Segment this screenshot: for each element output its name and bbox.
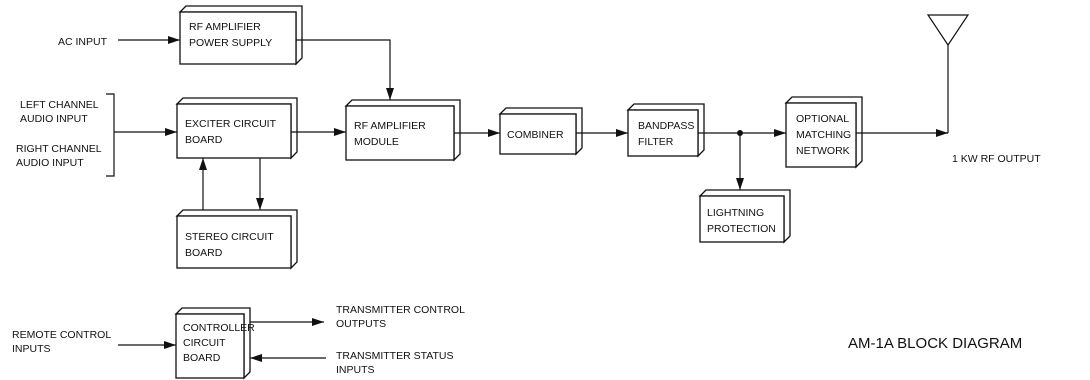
block-lightning: LIGHTNING PROTECTION <box>698 189 791 244</box>
svg-text:RF AMPLIFIER: RF AMPLIFIER <box>189 21 261 33</box>
stereo-line-1: STEREO CIRCUIT <box>185 231 274 243</box>
power-supply-line-1: RF AMPLIFIER <box>189 21 261 33</box>
svg-text:CIRCUIT: CIRCUIT <box>183 337 226 349</box>
rf-output-label: 1 KW RF OUTPUT <box>952 153 1041 165</box>
svg-text:BOARD: BOARD <box>185 247 223 259</box>
svg-text:MATCHING: MATCHING <box>796 129 851 141</box>
svg-text:BOARD: BOARD <box>185 134 223 146</box>
svg-text:RF AMPLIFIER: RF AMPLIFIER <box>354 120 426 132</box>
controller-line-1: CONTROLLER <box>183 322 255 334</box>
tx-status-label: TRANSMITTER STATUS INPUTS <box>336 350 453 376</box>
exciter-line-2: BOARD <box>185 134 223 146</box>
block-bandpass: BANDPASS FILTER <box>626 103 705 158</box>
block-combiner: COMBINER <box>498 107 583 156</box>
svg-text:LEFT CHANNEL: LEFT CHANNEL <box>20 99 99 111</box>
controller-line-3: BOARD <box>183 352 221 364</box>
remote-control-label: REMOTE CONTROL INPUTS <box>12 329 111 355</box>
svg-text:AUDIO INPUT: AUDIO INPUT <box>20 113 88 125</box>
bandpass-line-1: BANDPASS <box>638 120 694 132</box>
svg-text:TRANSMITTER STATUS: TRANSMITTER STATUS <box>336 350 453 362</box>
svg-text:PROTECTION: PROTECTION <box>707 223 776 235</box>
ac-input-label: AC INPUT <box>58 36 108 48</box>
power-supply-line-2: POWER SUPPLY <box>189 37 272 49</box>
left-audio-label: LEFT CHANNEL AUDIO INPUT <box>20 99 99 125</box>
svg-text:EXCITER CIRCUIT: EXCITER CIRCUIT <box>185 118 277 130</box>
block-stereo: STEREO CIRCUIT BOARD <box>175 209 298 270</box>
rf-module-line-2: MODULE <box>354 136 399 148</box>
svg-text:INPUTS: INPUTS <box>336 364 375 376</box>
svg-text:CONTROLLER: CONTROLLER <box>183 322 255 334</box>
svg-text:TRANSMITTER CONTROL: TRANSMITTER CONTROL <box>336 304 465 316</box>
audio-input-bracket <box>106 93 115 177</box>
svg-text:BANDPASS: BANDPASS <box>638 120 694 132</box>
block-exciter: EXCITER CIRCUIT BOARD <box>175 97 298 160</box>
svg-text:MODULE: MODULE <box>354 136 399 148</box>
arrow-power-to-rf-module <box>296 39 394 100</box>
tx-control-label: TRANSMITTER CONTROL OUTPUTS <box>336 304 465 330</box>
diagram-title: AM-1A BLOCK DIAGRAM <box>848 335 1022 352</box>
svg-text:LIGHTNING: LIGHTNING <box>707 207 764 219</box>
matching-line-2: MATCHING <box>796 129 851 141</box>
lightning-line-2: PROTECTION <box>707 223 776 235</box>
svg-text:FILTER: FILTER <box>638 136 674 148</box>
svg-text:REMOTE CONTROL: REMOTE CONTROL <box>12 329 111 341</box>
block-rf-module: RF AMPLIFIER MODULE <box>344 99 461 162</box>
block-matching-network: OPTIONAL MATCHING NETWORK <box>784 96 863 169</box>
svg-text:AUDIO INPUT: AUDIO INPUT <box>16 157 84 169</box>
rf-module-line-1: RF AMPLIFIER <box>354 120 426 132</box>
matching-line-3: NETWORK <box>796 145 850 157</box>
stereo-line-2: BOARD <box>185 247 223 259</box>
svg-text:POWER SUPPLY: POWER SUPPLY <box>189 37 272 49</box>
block-controller: CONTROLLER CIRCUIT BOARD <box>174 307 255 380</box>
svg-text:OPTIONAL: OPTIONAL <box>796 113 849 125</box>
svg-text:INPUTS: INPUTS <box>12 343 51 355</box>
bandpass-line-2: FILTER <box>638 136 674 148</box>
right-audio-label: RIGHT CHANNEL AUDIO INPUT <box>16 143 102 169</box>
combiner-label: COMBINER <box>507 129 564 141</box>
svg-text:BOARD: BOARD <box>183 352 221 364</box>
block-rf-power-supply: RF AMPLIFIER POWER SUPPLY <box>178 5 303 66</box>
svg-text:RIGHT CHANNEL: RIGHT CHANNEL <box>16 143 102 155</box>
exciter-line-1: EXCITER CIRCUIT <box>185 118 277 130</box>
svg-text:STEREO CIRCUIT: STEREO CIRCUIT <box>185 231 274 243</box>
controller-line-2: CIRCUIT <box>183 337 226 349</box>
svg-text:OUTPUTS: OUTPUTS <box>336 318 386 330</box>
lightning-line-1: LIGHTNING <box>707 207 764 219</box>
matching-line-1: OPTIONAL <box>796 113 849 125</box>
antenna-icon <box>926 14 970 47</box>
svg-text:COMBINER: COMBINER <box>507 129 564 141</box>
svg-text:NETWORK: NETWORK <box>796 145 850 157</box>
